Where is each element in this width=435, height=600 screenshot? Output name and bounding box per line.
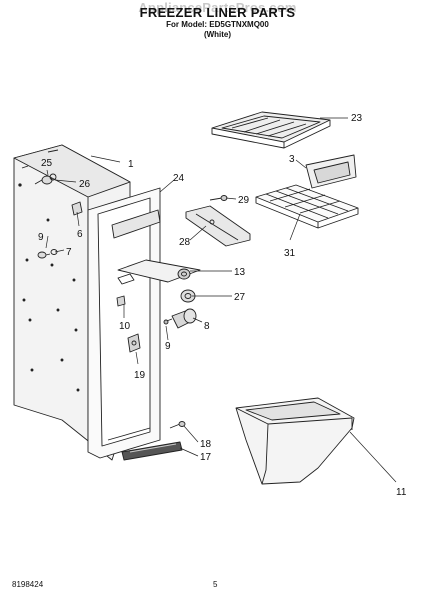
callout-label: 10 <box>119 321 131 332</box>
storage-bin-part <box>235 397 355 485</box>
callout-label: 29 <box>238 195 250 206</box>
callout-label: 3 <box>289 154 295 165</box>
callout-label: 17 <box>200 452 212 463</box>
shelf-cover-part <box>305 154 357 189</box>
callout-label: 23 <box>351 113 363 124</box>
color-line: (White) <box>203 30 232 39</box>
callout-label: 9 <box>165 341 171 352</box>
callout-label: 31 <box>284 248 296 259</box>
document-number: 8198424 <box>12 580 44 589</box>
callout-label: 27 <box>234 292 246 303</box>
wire-shelf-part <box>255 184 359 229</box>
watermark: AppliancePartsPros.com <box>138 0 297 15</box>
callout-label: 13 <box>234 267 246 278</box>
callout-label: 11 <box>396 487 407 498</box>
diagram-title: FREEZER LINER PARTS <box>139 5 296 20</box>
bracket-part <box>127 333 141 353</box>
callout-label: 24 <box>173 173 185 184</box>
lower-trim-part <box>121 441 183 461</box>
page-number: 5 <box>213 580 218 589</box>
callout-label: 7 <box>66 247 72 258</box>
callout-label: 1 <box>128 159 134 170</box>
screw-18-part <box>169 421 186 429</box>
side-hardware <box>34 173 83 259</box>
shelf-support-part <box>185 205 251 247</box>
diagram-header: FREEZER LINER PARTS For Model: ED5GTNXMQ… <box>0 6 435 40</box>
glass-shelf-part <box>211 111 331 149</box>
callout-labels: 1 25 26 6 9 7 24 23 3 29 28 31 13 27 10 … <box>38 113 407 498</box>
callout-label: 6 <box>77 229 83 240</box>
model-line: For Model: ED5GTNXMQ00 <box>166 20 269 29</box>
callout-label: 25 <box>41 158 53 169</box>
thermostat-seal-part <box>117 259 201 283</box>
leader-lines <box>45 117 397 483</box>
screw-part <box>209 195 228 201</box>
callout-label: 19 <box>134 370 146 381</box>
thermostat-control-part <box>163 308 197 329</box>
callout-label: 9 <box>38 232 44 243</box>
callout-label: 8 <box>204 321 210 332</box>
callout-label: 28 <box>179 237 191 248</box>
callout-label: 18 <box>200 439 212 450</box>
clip-part <box>116 295 126 307</box>
liner-front-frame-part <box>87 187 161 459</box>
callout-label: 26 <box>79 179 91 190</box>
